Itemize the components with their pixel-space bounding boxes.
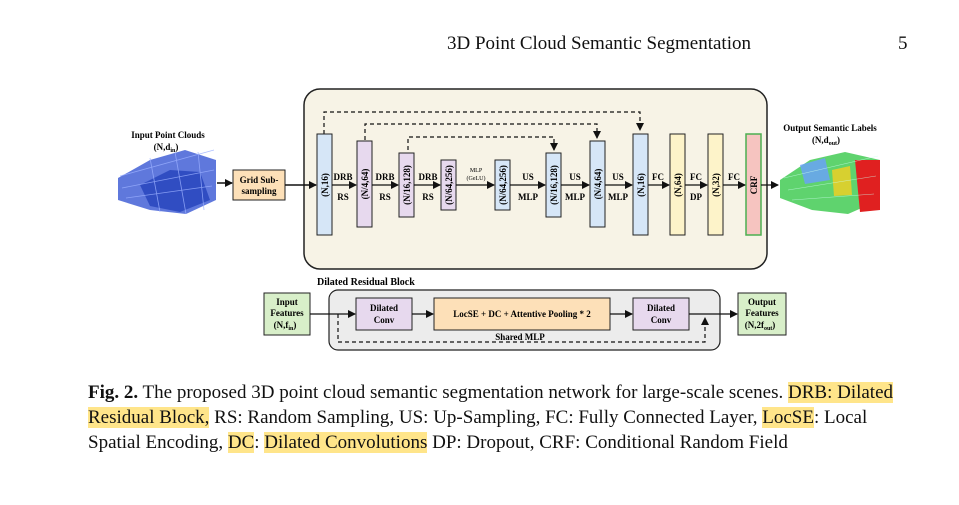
figure-label: Fig. 2. bbox=[88, 382, 139, 403]
shared-mlp-skip bbox=[337, 314, 709, 343]
svg-text:(N/16,128): (N/16,128) bbox=[549, 165, 559, 205]
op-labels: DRB RS DRB RS DRB RS MLP (GeLU) US MLP U… bbox=[333, 168, 740, 202]
block-7: (N/4,64) bbox=[589, 140, 606, 228]
input-label: Input Point Clouds bbox=[131, 130, 205, 140]
crf-block: CRF bbox=[745, 133, 762, 236]
svg-text:MLP: MLP bbox=[518, 192, 538, 202]
highlight-dilated-conv: Dilated Convolutions bbox=[264, 432, 428, 453]
output-point-cloud-image: Output Semantic Labels (N,dout) bbox=[780, 123, 880, 214]
svg-text:(N,2fout): (N,2fout) bbox=[745, 320, 776, 332]
caption-text-3: : Local Spatial Encoding, bbox=[88, 407, 868, 453]
input-point-cloud-image: Input Point Clouds (N,din) bbox=[118, 130, 216, 215]
svg-text:(N,fin): (N,fin) bbox=[274, 320, 297, 332]
running-title: 3D Point Cloud Semantic Segmentation bbox=[447, 33, 751, 54]
svg-text:RS: RS bbox=[422, 192, 434, 202]
block-2: (N/4,64) bbox=[356, 140, 373, 228]
svg-text:Features: Features bbox=[270, 308, 304, 318]
svg-text:Input: Input bbox=[276, 297, 298, 307]
svg-text:MLP: MLP bbox=[470, 168, 483, 174]
caption-text-4: : bbox=[254, 432, 265, 453]
input-dim: (N,din) bbox=[154, 142, 179, 154]
svg-text:US: US bbox=[569, 172, 581, 182]
svg-text:DRB: DRB bbox=[418, 172, 437, 182]
svg-text:RS: RS bbox=[337, 192, 349, 202]
caption-text-5: DP: Dropout, CRF: Conditional Random Fie… bbox=[427, 432, 788, 453]
svg-text:(N,64): (N,64) bbox=[673, 173, 683, 197]
drb-title: Dilated Residual Block bbox=[317, 277, 415, 288]
block-10: (N,32) bbox=[707, 133, 724, 236]
block-9: (N,64) bbox=[669, 133, 686, 236]
svg-text:(GeLU): (GeLU) bbox=[467, 175, 486, 182]
svg-text:(N/4,64): (N/4,64) bbox=[593, 169, 603, 200]
svg-text:DRB: DRB bbox=[375, 172, 394, 182]
caption-text-2: RS: Random Sampling, US: Up-Sampling, FC… bbox=[209, 407, 763, 428]
svg-text:DRB: DRB bbox=[333, 172, 352, 182]
svg-text:LocSE + DC + Attentive Pooling: LocSE + DC + Attentive Pooling * 2 bbox=[453, 309, 591, 319]
svg-text:(N,16): (N,16) bbox=[320, 173, 330, 197]
locse-box: LocSE + DC + Attentive Pooling * 2 bbox=[433, 297, 611, 331]
block-4: (N/64,256) bbox=[440, 159, 457, 211]
svg-text:(N/64,256): (N/64,256) bbox=[498, 165, 508, 205]
output-label: Output Semantic Labels bbox=[783, 123, 877, 133]
svg-text:FC: FC bbox=[690, 172, 702, 182]
svg-text:CRF: CRF bbox=[749, 175, 759, 194]
svg-text:US: US bbox=[612, 172, 624, 182]
svg-text:Dilated: Dilated bbox=[370, 303, 398, 313]
svg-text:FC: FC bbox=[728, 172, 740, 182]
svg-text:Dilated: Dilated bbox=[647, 303, 675, 313]
svg-text:(N/4,64): (N/4,64) bbox=[360, 169, 370, 200]
caption-text-1: The proposed 3D point cloud semantic seg… bbox=[138, 382, 788, 403]
svg-text:Output: Output bbox=[748, 297, 776, 307]
block-3: (N/16,128) bbox=[398, 152, 415, 218]
highlight-dc: DC bbox=[227, 432, 255, 453]
page-number: 5 bbox=[898, 33, 908, 54]
input-features-box: Input Features (N,fin) bbox=[263, 292, 311, 336]
highlight-locse: LocSE bbox=[762, 407, 814, 428]
svg-text:RS: RS bbox=[379, 192, 391, 202]
svg-text:Features: Features bbox=[745, 308, 779, 318]
output-dim: (N,dout) bbox=[812, 135, 840, 147]
svg-text:MLP: MLP bbox=[565, 192, 585, 202]
block-5: (N/64,256) bbox=[494, 159, 511, 211]
page-header: 3D Point Cloud Semantic Segmentation 5 bbox=[0, 33, 959, 59]
svg-text:DP: DP bbox=[690, 192, 702, 202]
shared-mlp-label: Shared MLP bbox=[495, 332, 545, 342]
grid-label-2: sampling bbox=[241, 186, 277, 196]
skip-connections bbox=[323, 111, 644, 151]
dilated-conv-box-1: Dilated Conv bbox=[355, 297, 413, 331]
block-8: (N,16) bbox=[632, 133, 649, 236]
svg-text:(N/64,256): (N/64,256) bbox=[444, 165, 454, 205]
svg-text:MLP: MLP bbox=[608, 192, 628, 202]
output-features-box: Output Features (N,2fout) bbox=[737, 292, 787, 336]
grid-label-1: Grid Sub- bbox=[240, 175, 279, 185]
svg-text:US: US bbox=[522, 172, 534, 182]
dilated-conv-box-2: Dilated Conv bbox=[632, 297, 690, 331]
figure-caption: Fig. 2. The proposed 3D point cloud sema… bbox=[88, 380, 910, 455]
svg-text:(N,16): (N,16) bbox=[636, 173, 646, 197]
svg-text:(N/16,128): (N/16,128) bbox=[402, 165, 412, 205]
network-panel bbox=[303, 88, 768, 270]
architecture-diagram: Input Point Clouds (N,din) Grid Sub- sam… bbox=[118, 88, 880, 351]
svg-text:Conv: Conv bbox=[651, 315, 672, 325]
block-1: (N,16) bbox=[316, 133, 333, 236]
block-6: (N/16,128) bbox=[545, 152, 562, 218]
svg-text:FC: FC bbox=[652, 172, 664, 182]
svg-text:(N,32): (N,32) bbox=[711, 173, 721, 197]
svg-text:Conv: Conv bbox=[374, 315, 395, 325]
